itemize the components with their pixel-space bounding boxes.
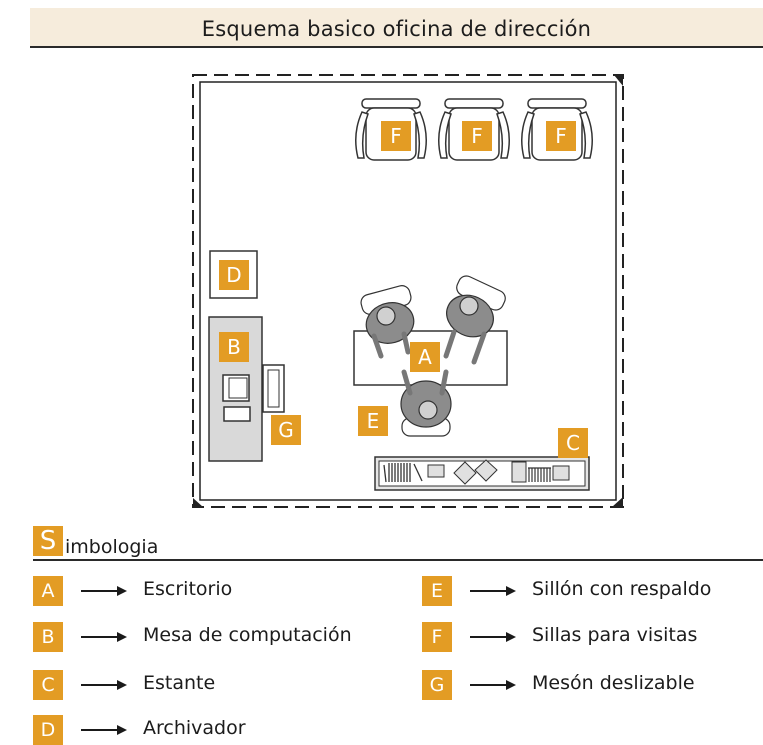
plan-label-b: B (219, 332, 249, 362)
legend-badge-a: A (33, 576, 63, 606)
plan-label-e: E (358, 406, 388, 436)
legend-label-e: Sillón con respaldo (532, 578, 712, 600)
plan-label-d: D (219, 260, 249, 290)
page-title: Esquema basico oficina de dirección (201, 17, 592, 41)
symbology-heading: imbologia (65, 536, 159, 558)
symbology-initial-badge: S (33, 526, 63, 556)
title-band: Esquema basico oficina de dirección (30, 8, 763, 48)
legend-label-b: Mesa de computación (143, 624, 352, 646)
legend-badge-d: D (33, 715, 63, 745)
bookshelf (374, 456, 590, 491)
arrow-right-icon (81, 680, 127, 690)
symbology-divider (33, 559, 763, 561)
armchair (400, 369, 452, 437)
legend-badge-e: E (422, 576, 452, 606)
plan-label-g: G (271, 415, 301, 445)
legend-label-g: Mesón deslizable (532, 672, 695, 694)
legend-badge-b: B (33, 622, 63, 652)
arrow-right-icon (470, 586, 516, 596)
plan-label-f-3: F (546, 121, 576, 151)
legend-label-a: Escritorio (143, 578, 233, 600)
arrow-right-icon (81, 725, 127, 735)
arrow-right-icon (81, 586, 127, 596)
plan-label-f-1: F (381, 121, 411, 151)
room-walls (192, 74, 624, 508)
plan-label-f-2: F (462, 121, 492, 151)
legend-label-d: Archivador (143, 717, 246, 739)
office-floor-plan (192, 74, 624, 508)
legend-badge-c: C (33, 670, 63, 700)
plan-label-c: C (558, 428, 588, 458)
legend-badge-g: G (422, 670, 452, 700)
sliding-counter (262, 364, 285, 413)
arrow-right-icon (81, 632, 127, 642)
person-left (360, 285, 415, 359)
arrow-right-icon (470, 632, 516, 642)
plan-label-a: A (410, 342, 440, 372)
legend-label-f: Sillas para visitas (532, 624, 698, 646)
person-right (443, 275, 506, 365)
arrow-right-icon (470, 680, 516, 690)
legend-label-c: Estante (143, 672, 216, 694)
legend-badge-f: F (422, 622, 452, 652)
